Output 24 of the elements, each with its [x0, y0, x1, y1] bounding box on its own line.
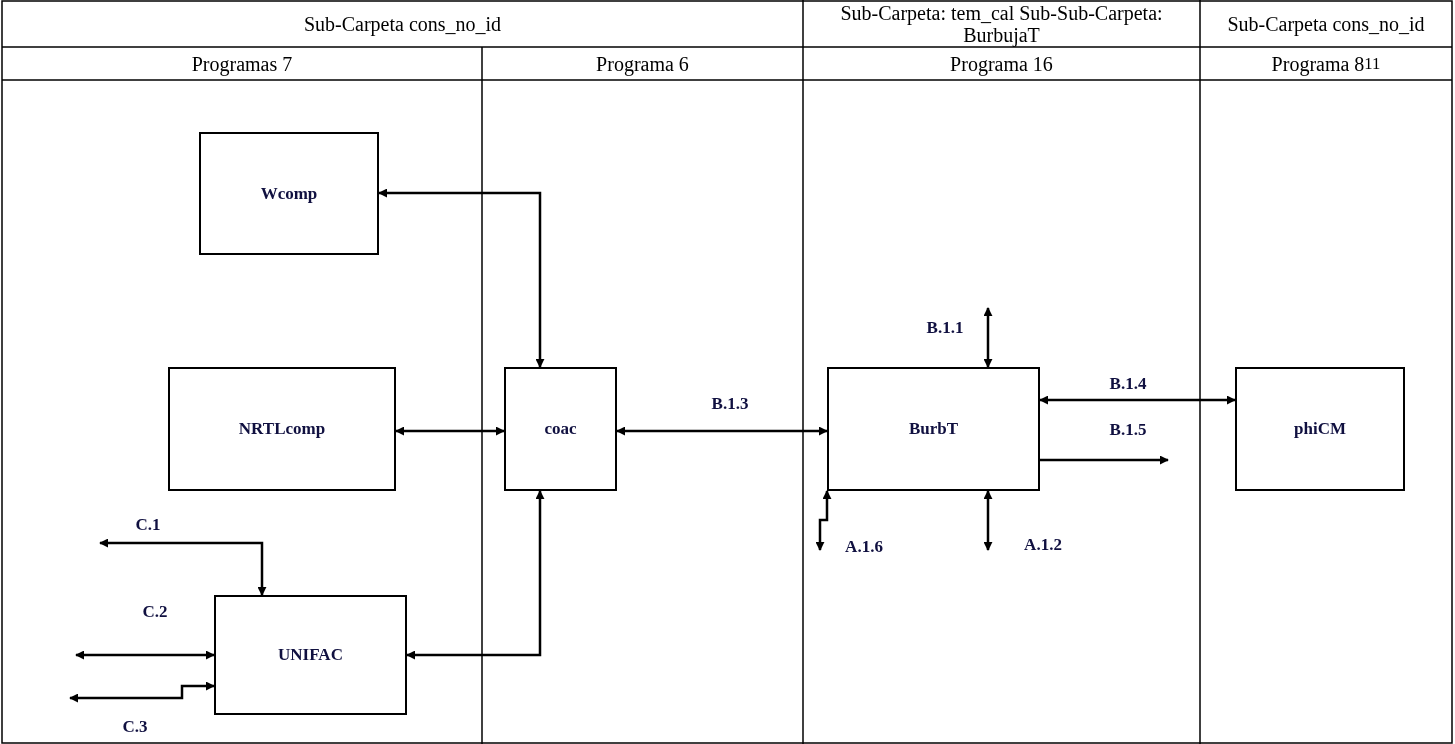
process-box: NRTLcomp	[168, 367, 396, 491]
process-box: UNIFAC	[214, 595, 407, 715]
arrow	[69, 681, 215, 703]
arrow	[395, 426, 505, 436]
arrow	[75, 650, 215, 660]
arrow	[1039, 395, 1236, 405]
column-heading: Sub-Carpeta cons_no_id	[1226, 11, 1426, 38]
column-heading: Programas 7	[190, 51, 294, 78]
process-box: coac	[504, 367, 617, 491]
column-heading: Programa 6	[595, 51, 690, 78]
arrow	[406, 490, 545, 660]
process-box: Wcomp	[199, 132, 379, 255]
process-box: phiCM	[1235, 367, 1405, 491]
arrow	[1040, 455, 1169, 465]
column-heading: Sub-Carpeta: tem_cal Sub-Sub-Carpeta: BurbujaT	[839, 0, 1164, 47]
arrow	[983, 307, 993, 368]
arrow	[99, 538, 267, 596]
process-box: BurbT	[827, 367, 1040, 491]
column-heading: Programa 16	[949, 51, 1054, 78]
column-heading: Sub-Carpeta cons_no_id	[302, 11, 503, 38]
arrow	[616, 426, 828, 436]
arrow	[983, 490, 993, 551]
arrow	[378, 188, 545, 368]
arrow	[815, 490, 832, 551]
